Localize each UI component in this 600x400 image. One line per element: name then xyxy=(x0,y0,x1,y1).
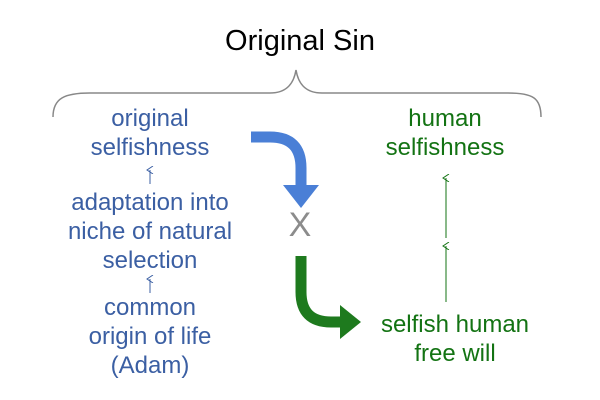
label-original-selfishness: original selfishness xyxy=(90,105,210,161)
green-arrow-head xyxy=(340,305,361,339)
blue-arrow-head xyxy=(283,185,319,208)
label-selfish-human-free-will: selfish human free will xyxy=(380,311,530,367)
blue-curved-arrow xyxy=(251,131,307,186)
label-common-origin-of-life: common origin of life (Adam) xyxy=(88,294,212,379)
green-curved-arrow xyxy=(295,256,341,328)
diagram-title: Original Sin xyxy=(225,25,375,57)
label-human-selfishness: human selfishness xyxy=(385,105,505,161)
label-adaptation-natural-selection: adaptation into niche of natural selecti… xyxy=(67,189,233,274)
x-mark: X xyxy=(288,206,312,244)
curly-brace xyxy=(52,69,542,118)
